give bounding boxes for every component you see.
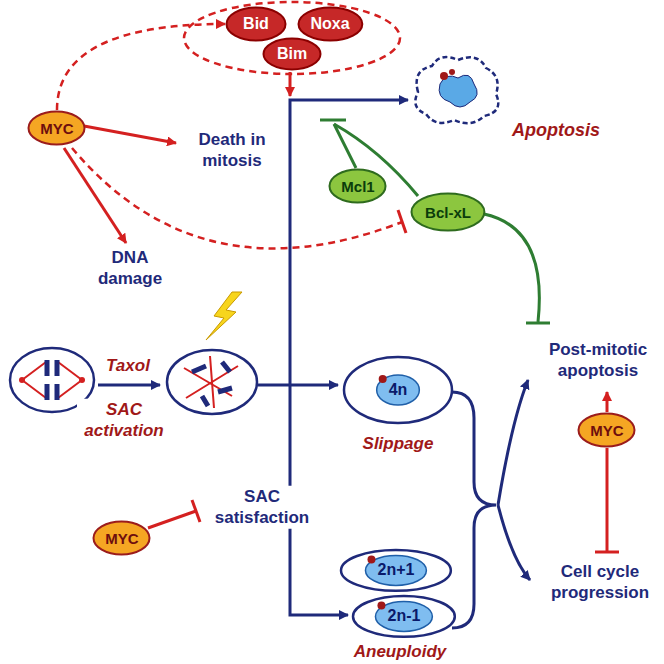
pathway-label: Aneuploidy (343, 641, 457, 662)
node-outline (227, 8, 286, 41)
node-label: Bid (243, 15, 269, 33)
myc-cellcycle-inhibition (606, 448, 609, 552)
inhibition-bar (595, 551, 619, 554)
node-outline (341, 550, 451, 591)
node-label: 2n+1 (378, 561, 415, 579)
pathway-label: Post-mitotic apoptosis (536, 339, 660, 382)
inhibition-bar (192, 500, 200, 522)
myc-oval: MYC (27, 110, 86, 146)
survival-protein: Mcl1 (328, 168, 387, 204)
node-outline (412, 194, 485, 231)
arrested-cell (167, 350, 257, 414)
centrosome-dot (378, 601, 386, 609)
node-outline (298, 8, 362, 41)
taxol-arrow (98, 384, 160, 387)
node-outline (29, 112, 85, 145)
artwork-part (449, 69, 455, 75)
pathway-label: Death in mitosis (184, 129, 280, 172)
bh3-protein: Bim (262, 37, 322, 71)
bh3-group-outline (184, 2, 400, 74)
bh3-protein: Bid (225, 6, 287, 42)
myc-death-arrow (84, 126, 176, 143)
pathway-label: Apoptosis (499, 119, 613, 142)
bim-arrow (289, 72, 292, 96)
node-outline (377, 375, 420, 405)
centrosome-dot (368, 555, 376, 563)
inhibition-bar (398, 210, 406, 233)
myc-postmitotic-arrow (606, 392, 609, 412)
artwork-part (167, 350, 257, 414)
node-label: Bim (277, 45, 307, 63)
cell-nucleus: 2n-1 (351, 594, 457, 639)
artwork-part (47, 360, 57, 400)
pathway-label: Slippage (346, 433, 450, 454)
node-outline (353, 596, 455, 637)
myc-oval: MYC (577, 412, 636, 448)
node-outline (376, 601, 433, 631)
cell-nucleus: 2n+1 (339, 548, 453, 593)
node-outline (344, 357, 452, 423)
apoptosis-arrow (290, 100, 408, 385)
artwork-part (192, 362, 232, 406)
survival-protein: Bcl-xL (410, 192, 486, 232)
node-outline (330, 170, 386, 203)
pathway-label: Taxol (96, 355, 160, 376)
slippage-arrow (258, 384, 338, 387)
node-label: MYC (590, 422, 623, 439)
pathway-label: SAC activation (77, 399, 171, 442)
pathway-label: Cell cycle progression (540, 561, 660, 604)
dna-damage-bolt (206, 292, 242, 340)
node-label: Bcl-xL (425, 204, 471, 221)
node-label: MYC (40, 120, 73, 137)
myc-oval: MYC (92, 520, 151, 556)
centrosome-dot (379, 375, 387, 383)
node-label: MYC (105, 530, 138, 547)
artwork-part (440, 72, 448, 80)
artwork-part (22, 362, 82, 398)
artwork-part (415, 57, 498, 123)
node-label: Noxa (310, 15, 349, 33)
node-label: 2n-1 (388, 607, 421, 625)
node-outline (366, 555, 427, 585)
inhibition-bar (526, 322, 550, 325)
outcome-bracket (452, 392, 496, 628)
node-outline (94, 522, 150, 555)
node-label: 4n (389, 381, 408, 399)
bclxl-postmitotic-inhibition (484, 214, 539, 322)
cell-nucleus: 4n (342, 355, 454, 425)
pathway-label: DNA damage (88, 247, 172, 290)
node-outline (264, 39, 321, 70)
artwork-part (79, 377, 85, 383)
myc-dna-arrow (64, 148, 126, 243)
dashed-activation-arrow (57, 24, 225, 110)
node-label: Mcl1 (341, 178, 374, 195)
postmitotic-arrow (498, 380, 528, 505)
bh3-protein: Noxa (297, 6, 364, 42)
artwork-part (184, 356, 238, 408)
artwork-part (19, 377, 25, 383)
apoptotic-cell (415, 57, 498, 123)
node-outline (579, 414, 635, 447)
myc-sac-inhibition (148, 511, 196, 528)
pathway-label: SAC satisfaction (210, 486, 314, 529)
inhibition-bar (320, 119, 346, 122)
cell-cycle-arrow (498, 505, 530, 580)
